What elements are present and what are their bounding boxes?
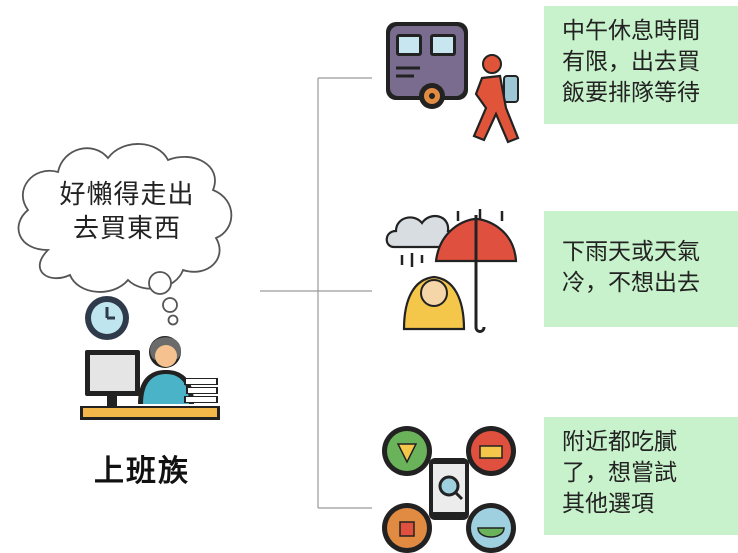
reason-1-line-2: 有限，出去買 xyxy=(562,49,700,75)
food-delivery-app-icon xyxy=(382,426,516,553)
office-worker-icon xyxy=(80,296,220,420)
thought-line-2: 去買東西 xyxy=(72,214,181,244)
reason-3-line-1: 附近都吃膩 xyxy=(562,429,677,455)
reason-box-weather: 下雨天或天氣 冷，不想出去 xyxy=(544,211,738,327)
rain-umbrella-icon xyxy=(385,209,518,333)
thought-text: 好懶得走出 去買東西 xyxy=(22,178,232,246)
reason-2-line-1: 下雨天或天氣 xyxy=(562,239,700,265)
person-label: 上班族 xyxy=(94,454,190,489)
reason-box-variety: 附近都吃膩 了，想嘗試 其他選項 xyxy=(544,417,738,535)
thought-cloud xyxy=(17,143,233,326)
reason-3-line-2: 了，想嘗試 xyxy=(562,460,677,486)
reason-3-line-3: 其他選項 xyxy=(562,491,654,517)
food-truck-walker-icon xyxy=(386,22,520,144)
thought-line-1: 好懶得走出 xyxy=(59,180,195,210)
reason-2-line-2: 冷，不想出去 xyxy=(562,270,700,296)
reason-1-line-3: 飯要排隊等待 xyxy=(562,80,700,106)
reason-box-lunch-break: 中午休息時間 有限，出去買 飯要排隊等待 xyxy=(544,6,738,124)
reason-1-line-1: 中午休息時間 xyxy=(562,18,700,44)
